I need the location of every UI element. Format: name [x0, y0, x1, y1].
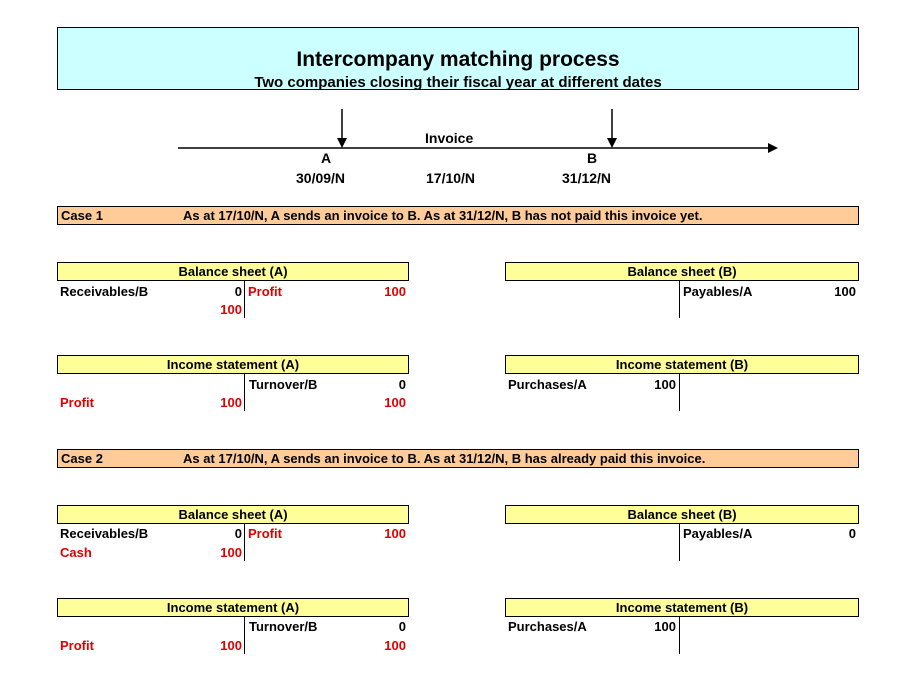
case1-is-a-left-value: 100 [220, 395, 242, 410]
case1-bs-a-left-total: 100 [220, 302, 242, 317]
case2-bs-a-left-value: 0 [234, 526, 242, 541]
title-box: Intercompany matching process Two compan… [57, 27, 859, 91]
case2-is-b-header: Income statement (B) [505, 598, 859, 617]
case2-is-b-divider [679, 617, 680, 654]
case1-is-a-header: Income statement (A) [57, 355, 409, 374]
case1-bs-a-header: Balance sheet (A) [57, 262, 409, 281]
arrow-b-head [607, 138, 617, 148]
case2-is-a-right-value: 0 [398, 619, 406, 634]
case1-is-b-left-label: Purchases/A [508, 377, 587, 392]
case2-is-a-header: Income statement (A) [57, 598, 409, 617]
case2-bs-b-header: Balance sheet (B) [505, 505, 859, 524]
case2-is-a-divider [244, 617, 245, 654]
case2-bs-a-left-value2: 100 [220, 545, 242, 560]
case1-bs-a-left-label: Receivables/B [60, 284, 149, 299]
case1-bs-b-header: Balance sheet (B) [505, 262, 859, 281]
case1-is-a-right-value: 0 [398, 377, 406, 392]
timeline-diagram [178, 109, 778, 153]
page-subtitle: Two companies closing their fiscal year … [254, 74, 662, 91]
case1-bs-b-divider [679, 281, 680, 318]
point-a-label: A [321, 150, 332, 166]
date-b: 31/12/N [562, 170, 612, 186]
case1-is-a-left-label: Profit [60, 395, 94, 410]
case2-is-a-right-label: Turnover/B [249, 619, 318, 634]
case2-bs-a-left-label2: Cash [60, 545, 92, 560]
case2-is-b-left-value: 100 [654, 619, 676, 634]
case1-bs-b-right-label: Payables/A [683, 284, 753, 299]
timeline-arrowhead [768, 143, 778, 153]
case1-is-b-header: Income statement (B) [505, 355, 859, 374]
case1-is-b-divider [679, 374, 680, 411]
case1-bs-a-divider [244, 281, 245, 318]
case2-is-a-right-total: 100 [384, 638, 406, 653]
case2-bs-a-left-label: Receivables/B [60, 526, 149, 541]
case2-label: Case 2 [61, 451, 103, 466]
case1-is-a-divider [244, 374, 245, 411]
case2-bs-a-header: Balance sheet (A) [57, 505, 409, 524]
case2-is-a-left-value: 100 [220, 638, 242, 653]
case2-text: As at 17/10/N, A sends an invoice to B. … [183, 451, 706, 466]
case2-bs-a-right-label: Profit [248, 526, 282, 541]
case2-is-b-left-label: Purchases/A [508, 619, 587, 634]
case1-is-a-right-total: 100 [384, 395, 406, 410]
case1-label: Case 1 [61, 208, 103, 223]
date-invoice: 17/10/N [426, 170, 476, 186]
case1-text: As at 17/10/N, A sends an invoice to B. … [183, 208, 703, 223]
case2-bs-a-divider [244, 524, 245, 561]
arrow-a-head [337, 138, 347, 148]
case1-bar: Case 1 As at 17/10/N, A sends an invoice… [57, 206, 859, 225]
case1-bs-a-right-label: Profit [248, 284, 282, 299]
case2-bs-a-right-value: 100 [384, 526, 406, 541]
case1-bs-a-right-value: 100 [384, 284, 406, 299]
case1-is-b-left-value: 100 [654, 377, 676, 392]
case2-bar: Case 2 As at 17/10/N, A sends an invoice… [57, 449, 859, 468]
case1-is-a-right-label: Turnover/B [249, 377, 318, 392]
point-b-label: B [587, 150, 598, 166]
case2-is-a-left-label: Profit [60, 638, 94, 653]
case2-bs-b-right-label: Payables/A [683, 526, 753, 541]
case2-bs-b-divider [679, 524, 680, 561]
invoice-label: Invoice [425, 130, 474, 146]
case1-bs-a-left-value: 0 [234, 284, 242, 299]
date-a: 30/09/N [296, 170, 346, 186]
case1-bs-b-right-value: 100 [834, 284, 856, 299]
case2-bs-b-right-value: 0 [848, 526, 856, 541]
page-title: Intercompany matching process [296, 48, 620, 71]
